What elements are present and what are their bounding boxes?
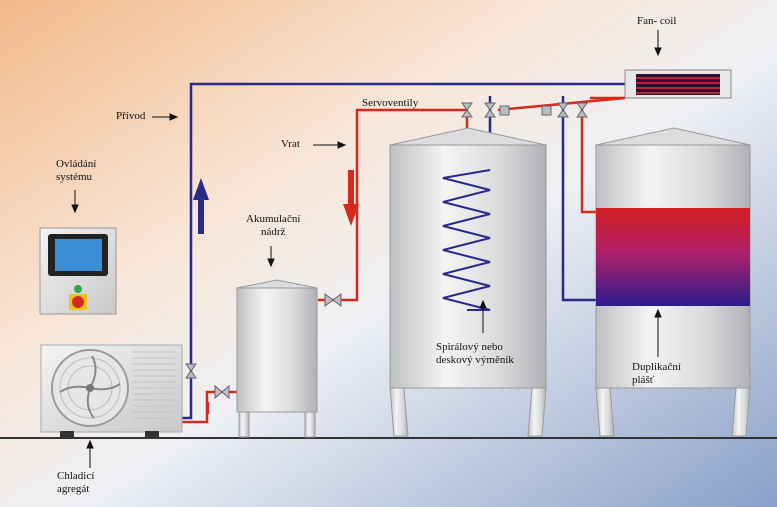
control-screen bbox=[55, 239, 102, 271]
spiral-exchanger-label: Spirálový nebo deskový výměník bbox=[436, 341, 514, 367]
spiral-line2: deskový výměník bbox=[436, 354, 514, 366]
fan-coil-unit bbox=[624, 69, 732, 99]
cooling-jacket bbox=[596, 208, 750, 306]
fan-coil-label: Fan- coil bbox=[637, 15, 677, 27]
spiral-line1: Spirálový nebo bbox=[436, 341, 503, 353]
chiller-unit bbox=[40, 344, 183, 437]
emergency-switch-icon bbox=[72, 296, 84, 308]
status-led bbox=[74, 285, 82, 293]
duplikacni-line1: Duplikační bbox=[632, 361, 681, 373]
duplikacni-label: Duplikační plášť bbox=[632, 361, 681, 387]
privod-label: Přívod bbox=[116, 110, 146, 122]
bowtie-valve-icon bbox=[214, 384, 230, 400]
akumulacni-label: Akumulační nádrž bbox=[246, 213, 300, 239]
ovladani-line1: Ovládání bbox=[56, 158, 97, 170]
duplikacni-line2: plášť bbox=[632, 374, 655, 386]
accumulation-tank bbox=[236, 279, 318, 438]
flow-down-arrow-icon bbox=[343, 170, 359, 226]
spiral-coil bbox=[442, 169, 491, 311]
akumulacni-line2: nádrž bbox=[260, 226, 286, 238]
bowtie-valve-icon bbox=[185, 363, 197, 379]
jacketed-tank bbox=[595, 127, 751, 437]
ovladani-label: Ovládání systému bbox=[56, 158, 96, 184]
control-panel bbox=[39, 227, 117, 315]
chladici-line1: Chladicí bbox=[57, 470, 95, 482]
chladici-line2: agregát bbox=[57, 483, 90, 495]
chladici-label: Chladicí agregát bbox=[57, 470, 94, 496]
servoventily-label: Servoventily bbox=[362, 97, 419, 109]
vrat-label: Vrat bbox=[281, 138, 300, 150]
annotation-arrows bbox=[71, 30, 662, 468]
bowtie-valve-icon bbox=[461, 102, 588, 118]
ovladani-line2: systému bbox=[56, 171, 93, 183]
coil-tank bbox=[389, 127, 547, 437]
bowtie-valve-icon bbox=[324, 293, 342, 307]
akumulacni-line1: Akumulační bbox=[246, 213, 301, 225]
flow-up-arrow-icon bbox=[193, 178, 209, 234]
